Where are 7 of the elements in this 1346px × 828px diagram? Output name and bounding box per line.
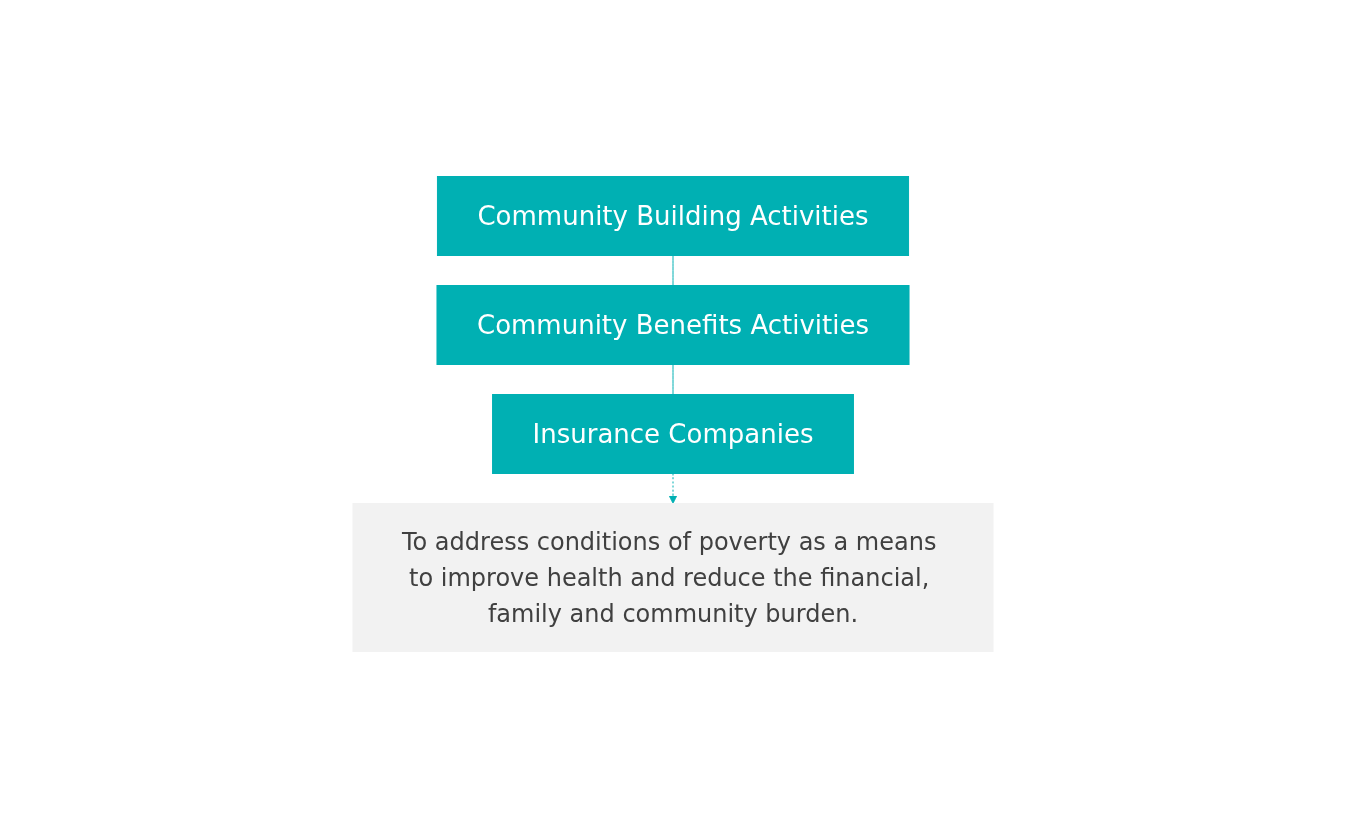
connector (672, 364, 674, 395)
connector (672, 255, 674, 286)
node-box: Community Benefits Activities (436, 285, 910, 365)
node-box: Community Building Activities (436, 176, 910, 256)
arrow (668, 473, 678, 504)
node-box: Insurance Companies (492, 394, 854, 474)
node-box: To address conditions of poverty as a means to improve health and reduce the financial, family and community burden. (352, 503, 994, 652)
